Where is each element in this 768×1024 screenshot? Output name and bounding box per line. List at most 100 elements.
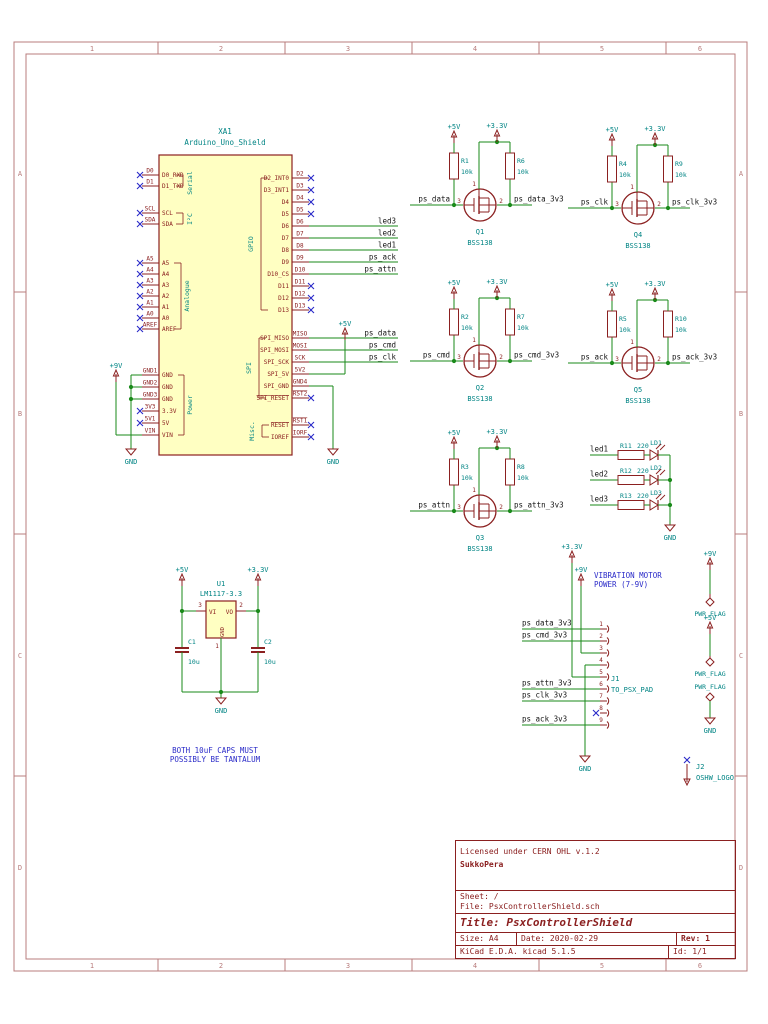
resistor-body[interactable]	[449, 308, 459, 336]
net-label-ps_cmd[interactable]: ps_cmd	[423, 351, 450, 360]
component-value[interactable]: BSS138	[467, 545, 492, 553]
power-label[interactable]: +5V	[704, 614, 717, 622]
pin-number[interactable]: D2	[296, 171, 304, 178]
component-ref[interactable]: R3	[461, 463, 469, 471]
connector-pin-icon[interactable]	[606, 697, 610, 705]
component-ref[interactable]: Q1	[476, 228, 484, 236]
net-label-led1[interactable]: led1	[590, 445, 608, 454]
power-label[interactable]: GND	[579, 765, 592, 773]
component-value[interactable]: OSHW_LOGO	[696, 774, 734, 782]
pin-number[interactable]: RST1	[293, 418, 308, 425]
net-label-led3[interactable]: led3	[378, 217, 396, 226]
net-label-ps_data[interactable]: ps_data	[418, 195, 450, 204]
power-label[interactable]: +5V	[606, 281, 619, 289]
component-value[interactable]: 10k	[517, 168, 529, 176]
connector-pin-icon[interactable]	[606, 661, 610, 669]
power-label[interactable]: +3.3V	[561, 543, 583, 551]
connector-pin-icon[interactable]	[606, 673, 610, 681]
net-label-ps_attn[interactable]: ps_attn	[364, 265, 396, 274]
net-label-ps_clk_3v3[interactable]: ps_clk_3v3	[522, 691, 567, 700]
power-label[interactable]: +5V	[339, 320, 352, 328]
pin-number[interactable]: D1	[146, 179, 154, 186]
component-value[interactable]: 10k	[517, 324, 529, 332]
component-value[interactable]: 10k	[619, 326, 631, 334]
pin-number[interactable]: GND1	[143, 368, 158, 375]
component-value[interactable]: 10u	[264, 658, 276, 666]
note-vibration-motor[interactable]: VIBRATION MOTOR POWER (7-9V)	[594, 571, 714, 590]
net-label-led2[interactable]: led2	[378, 229, 396, 238]
pin-number[interactable]: D6	[296, 219, 304, 226]
power-label[interactable]: +9V	[110, 362, 123, 370]
power-label[interactable]: GND	[664, 534, 677, 542]
component-value[interactable]: 10k	[517, 474, 529, 482]
power-label[interactable]: +5V	[448, 123, 461, 131]
component-value[interactable]: BSS138	[467, 239, 492, 247]
component-ref[interactable]: C2	[264, 638, 272, 646]
power-label[interactable]: GND	[125, 458, 138, 466]
component-ref[interactable]: R2	[461, 313, 469, 321]
resistor-body[interactable]	[505, 308, 515, 336]
connector-pin-icon[interactable]	[606, 685, 610, 693]
component-value[interactable]: 10k	[461, 168, 473, 176]
resistor-body[interactable]	[449, 152, 459, 180]
component-ref[interactable]: Q2	[476, 384, 484, 392]
power-label[interactable]: +3.3V	[247, 566, 269, 574]
pin-number[interactable]: SCL	[145, 206, 156, 213]
component-ref[interactable]: R12	[620, 467, 632, 475]
component-ref[interactable]: R10	[675, 315, 687, 323]
component-value[interactable]: 220	[637, 467, 649, 475]
connector-pin-icon[interactable]	[606, 709, 610, 717]
led-symbol[interactable]	[649, 499, 659, 511]
component-ref[interactable]: Q3	[476, 534, 484, 542]
power-label[interactable]: GND	[215, 707, 228, 715]
component-ref[interactable]: R8	[517, 463, 525, 471]
pin-number[interactable]: D0	[146, 168, 154, 175]
net-label-ps_ack[interactable]: ps_ack	[369, 253, 397, 262]
connector-pin-icon[interactable]	[606, 625, 610, 633]
pin-number[interactable]: D13	[295, 303, 306, 310]
component-value[interactable]: 220	[637, 492, 649, 500]
component-ref[interactable]: Q4	[634, 231, 642, 239]
pin-number[interactable]: A4	[146, 267, 154, 274]
pin-number[interactable]: A0	[146, 311, 154, 318]
led-symbol[interactable]	[649, 474, 659, 486]
arduino-shield-symbol[interactable]	[158, 154, 293, 456]
regulator-symbol[interactable]	[205, 600, 237, 639]
net-label-ps_clk[interactable]: ps_clk	[581, 198, 609, 207]
component-ref[interactable]: Q5	[634, 386, 642, 394]
pin-number[interactable]: SDA	[145, 217, 156, 224]
net-label-led1[interactable]: led1	[378, 241, 396, 250]
resistor-body[interactable]	[617, 475, 645, 485]
component-ref[interactable]: J2	[696, 763, 704, 771]
pwr-flag-label[interactable]: PWR_FLAG	[694, 683, 725, 691]
resistor-body[interactable]	[663, 310, 673, 338]
pin-number[interactable]: MISO	[293, 331, 308, 338]
pin-number[interactable]: A2	[146, 289, 154, 296]
pin-number[interactable]: AREF	[143, 322, 158, 329]
component-ref[interactable]: J1	[611, 675, 619, 683]
net-label-ps_ack[interactable]: ps_ack	[581, 353, 609, 362]
power-label[interactable]: +5V	[448, 429, 461, 437]
component-ref[interactable]: R13	[620, 492, 632, 500]
resistor-body[interactable]	[607, 155, 617, 183]
component-value[interactable]: 10u	[188, 658, 200, 666]
power-label[interactable]: +3.3V	[486, 278, 508, 286]
led-symbol[interactable]	[649, 449, 659, 461]
resistor-body[interactable]	[449, 458, 459, 486]
resistor-body[interactable]	[505, 152, 515, 180]
net-label-ps_attn_3v3[interactable]: ps_attn_3v3	[522, 679, 572, 688]
component-value[interactable]: 10k	[461, 324, 473, 332]
component-value[interactable]: BSS138	[625, 397, 650, 405]
component-ref[interactable]: R6	[517, 157, 525, 165]
power-label[interactable]: +3.3V	[644, 125, 666, 133]
pin-number[interactable]: D11	[295, 279, 306, 286]
net-label-ps_cmd_3v3[interactable]: ps_cmd_3v3	[522, 631, 567, 640]
power-label[interactable]: +3.3V	[644, 280, 666, 288]
oshw-logo-icon[interactable]	[683, 778, 691, 787]
component-ref[interactable]: R9	[675, 160, 683, 168]
component-ref[interactable]: R1	[461, 157, 469, 165]
power-label[interactable]: +9V	[575, 566, 588, 574]
component-ref[interactable]: R5	[619, 315, 627, 323]
component-value[interactable]: 10k	[675, 326, 687, 334]
component-value[interactable]: 220	[637, 442, 649, 450]
